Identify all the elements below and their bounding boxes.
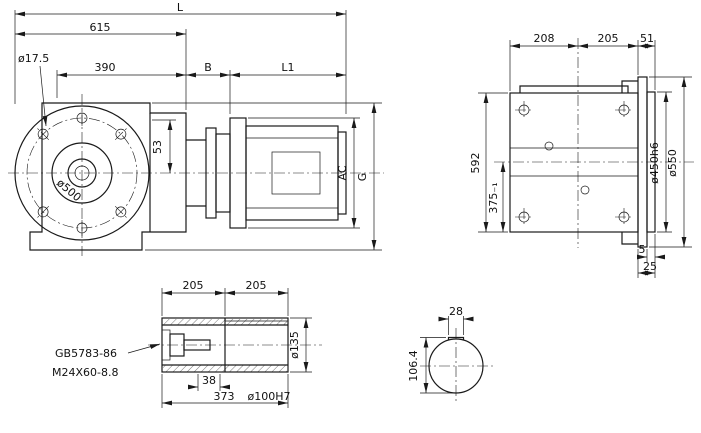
shaft-wall-hatch-top [163,319,287,325]
dim-L1-label: L1 [281,61,294,74]
shaft-bore-lines [162,324,288,366]
dim-450h6: ø450h6 [648,91,672,233]
bore-section-circle [428,338,484,394]
rear-housing-body [509,92,639,233]
output-flange-steps [621,80,638,245]
dim-390-B-L1: 390 B L1 [56,61,346,114]
dim-25-label: 25 [643,260,657,273]
motor-body-lines [246,137,338,209]
keyway-slot [447,336,465,341]
housing-outline [29,102,187,251]
output-flange-spigot [646,91,656,233]
section-view: 28 106.4 [407,305,494,404]
dim-375: 375₋₁ [487,162,506,232]
dim-375-label: 375₋₁ [487,182,500,213]
motor-stator [271,151,321,195]
bolt-note: GB5783-86 M24X60-8.8 [52,343,161,379]
flange-outer-circle [14,105,150,241]
dim-B-label: B [204,61,212,74]
dim-L: L [14,1,347,114]
dim-135-label: ø135 [288,331,301,359]
dim-615: 615 [15,21,187,110]
dim-592-label: 592 [469,153,482,174]
rear-housing-lid [519,85,629,93]
oil-plug-lower [580,185,590,195]
dim-17-5: ø17.5 [18,52,49,127]
dim-53: 53 [151,119,176,173]
dim-AC-label: AC [336,165,349,180]
hub-circle [51,142,113,204]
motor-end-cap [337,131,347,215]
dim-28: 28 [438,305,474,335]
dim-G-label: G [356,173,369,182]
shaft-bore-circle [74,165,90,181]
dim-106-4: 106.4 [407,337,454,394]
dim-G: G [145,102,382,251]
dim-38-label: 38 [202,374,216,387]
dim-205-205: 205 205 [161,279,289,316]
dim-205a-label: 205 [183,279,204,292]
dim-550: ø550 [649,76,692,248]
dim-135: ø135 [288,317,312,373]
dim-5-label: 5 [639,243,646,256]
dim-AC: AC [248,117,360,229]
side-view: L 615 390 B L1 ø17.5 53 ø50 [8,1,384,256]
dim-208-205-51: 208 205 51 [509,32,656,91]
dim-373-label: 373 [214,390,235,403]
dim-615-label: 615 [90,21,111,34]
rear-housing-ribs [510,147,638,177]
housing-shaft-lines [186,139,206,207]
bolt-spec-label: M24X60-8.8 [52,366,118,379]
dim-53-label: 53 [151,140,164,154]
shaft-circle [67,158,97,188]
dim-L-label: L [177,1,184,14]
dim-205-label: 205 [598,32,619,45]
dim-550-label: ø550 [666,149,679,177]
dim-450h6-label: ø450h6 [648,142,661,184]
dim-100H7-label: ø100H7 [248,390,291,403]
dim-28-label: 28 [449,305,463,318]
shaft-view: GB5783-86 M24X60-8.8 205 205 ø135 38 [52,279,322,408]
bolt-standard-label: GB5783-86 [55,347,117,360]
dim-205b-label: 205 [246,279,267,292]
dim-208-label: 208 [534,32,555,45]
dim-5-25: 5 25 [637,234,665,278]
dim-592: 592 [469,92,508,233]
flange-bolt-holes [37,110,127,236]
dim-390-label: 390 [95,61,116,74]
rear-view: 208 205 51 592 375₋₁ ø450h6 ø550 [469,32,694,278]
dim-51-label: 51 [640,32,654,45]
dim-373: 373 ø100H7 [161,374,291,408]
dim-17-5-label: ø17.5 [18,52,49,65]
dim-38: 38 [188,374,230,391]
shaft-wall-hatch-bottom [163,365,287,372]
rear-corner-holes [515,101,633,226]
dim-106-4-label: 106.4 [407,350,420,382]
oil-plug-upper [544,141,554,151]
bolt-shank [183,339,211,351]
